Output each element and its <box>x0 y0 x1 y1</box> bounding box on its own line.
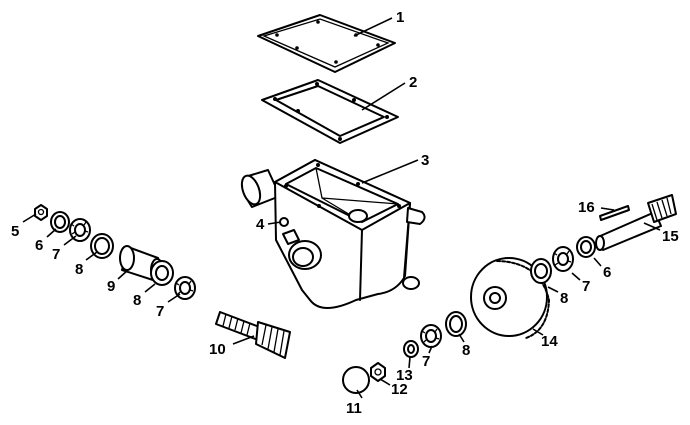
bearing-race-right <box>530 258 552 284</box>
cap <box>342 366 370 394</box>
callout-7-center: 7 <box>422 353 430 370</box>
ring-gear <box>470 257 550 339</box>
bearing-cup-left <box>50 211 70 233</box>
bearing-race-center <box>445 311 467 337</box>
bearing-cone-center <box>420 324 442 348</box>
callout-4: 4 <box>256 216 265 233</box>
leader-lines <box>22 17 661 399</box>
callout-10: 10 <box>209 341 226 358</box>
callout-8-left-lower: 8 <box>133 292 141 309</box>
bearing-cup-right <box>576 236 596 258</box>
gearbox-housing <box>240 159 426 309</box>
plug <box>279 217 289 227</box>
callout-3: 3 <box>421 152 429 169</box>
callout-6-left: 6 <box>35 237 43 254</box>
pinion-shaft <box>215 311 291 359</box>
key <box>599 205 630 221</box>
callout-9: 9 <box>107 278 115 295</box>
callout-14: 14 <box>541 333 558 350</box>
output-shaft <box>595 194 677 251</box>
callout-8-right: 8 <box>560 290 568 307</box>
callout-2: 2 <box>409 74 417 91</box>
callout-8-left: 8 <box>75 261 83 278</box>
callout-11: 11 <box>346 400 362 417</box>
callout-labels: 1 2 3 4 5 6 7 8 9 8 7 10 11 12 13 7 8 14… <box>11 9 679 417</box>
callout-13: 13 <box>396 367 413 384</box>
bearing-cone-left-lower <box>174 276 196 300</box>
gasket <box>261 79 399 144</box>
bearing-cone-right <box>552 246 574 272</box>
bearing-race-left-lower <box>150 260 174 286</box>
callout-15: 15 <box>662 228 679 245</box>
callout-1: 1 <box>396 9 404 26</box>
callout-7-right: 7 <box>582 278 590 295</box>
lock-nut <box>370 362 386 382</box>
callout-7-left-lower: 7 <box>156 303 164 320</box>
callout-5: 5 <box>11 223 19 240</box>
callout-8-center: 8 <box>462 342 470 359</box>
callout-16: 16 <box>578 199 595 216</box>
bearing-cone-left <box>69 218 91 242</box>
callout-6-right: 6 <box>603 264 611 281</box>
cover-plate <box>257 14 396 73</box>
washer <box>403 340 419 358</box>
callout-7-left: 7 <box>52 246 60 263</box>
nut <box>34 204 48 221</box>
callout-12: 12 <box>391 381 408 398</box>
